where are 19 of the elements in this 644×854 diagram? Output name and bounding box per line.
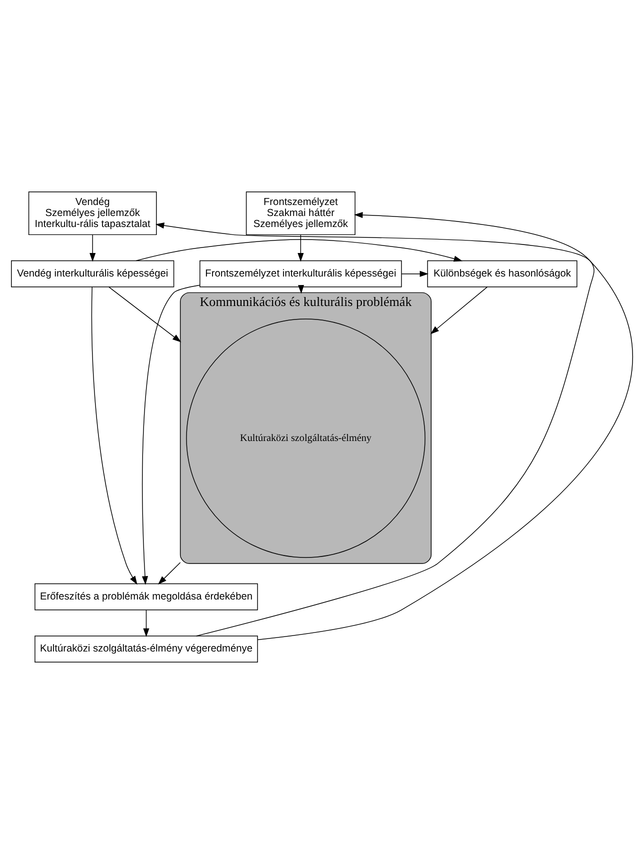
- arrow: [430, 286, 488, 334]
- node-box: Vendég Személyes jellemzők Interkultu-rális tapasztalat: [28, 192, 157, 236]
- arrow: [158, 562, 181, 585]
- arrow: [142, 284, 200, 585]
- node-box: Vendég interkulturális képességei: [11, 260, 174, 288]
- arrow: [90, 234, 96, 262]
- arrow: [136, 239, 463, 262]
- arrow: [143, 610, 150, 638]
- arrow: [91, 286, 138, 585]
- arrow: [108, 286, 182, 342]
- node-box: Erőfeszítés a problémák megoldása érdekében: [34, 583, 258, 610]
- node-circle: Kultúraközi szolgáltatás-élmény: [186, 318, 426, 558]
- node-box: Kultúraközi szolgáltatás-élmény végeredménye: [34, 636, 258, 662]
- arrow: [298, 234, 304, 262]
- arrow: [401, 270, 428, 277]
- arrow: [155, 222, 633, 640]
- node-box: Különbségek és hasonlóságok: [427, 260, 578, 288]
- arrow: [196, 212, 594, 636]
- node-box: Frontszemélyzet Szakmai háttér Személyes jellemzők: [246, 192, 356, 236]
